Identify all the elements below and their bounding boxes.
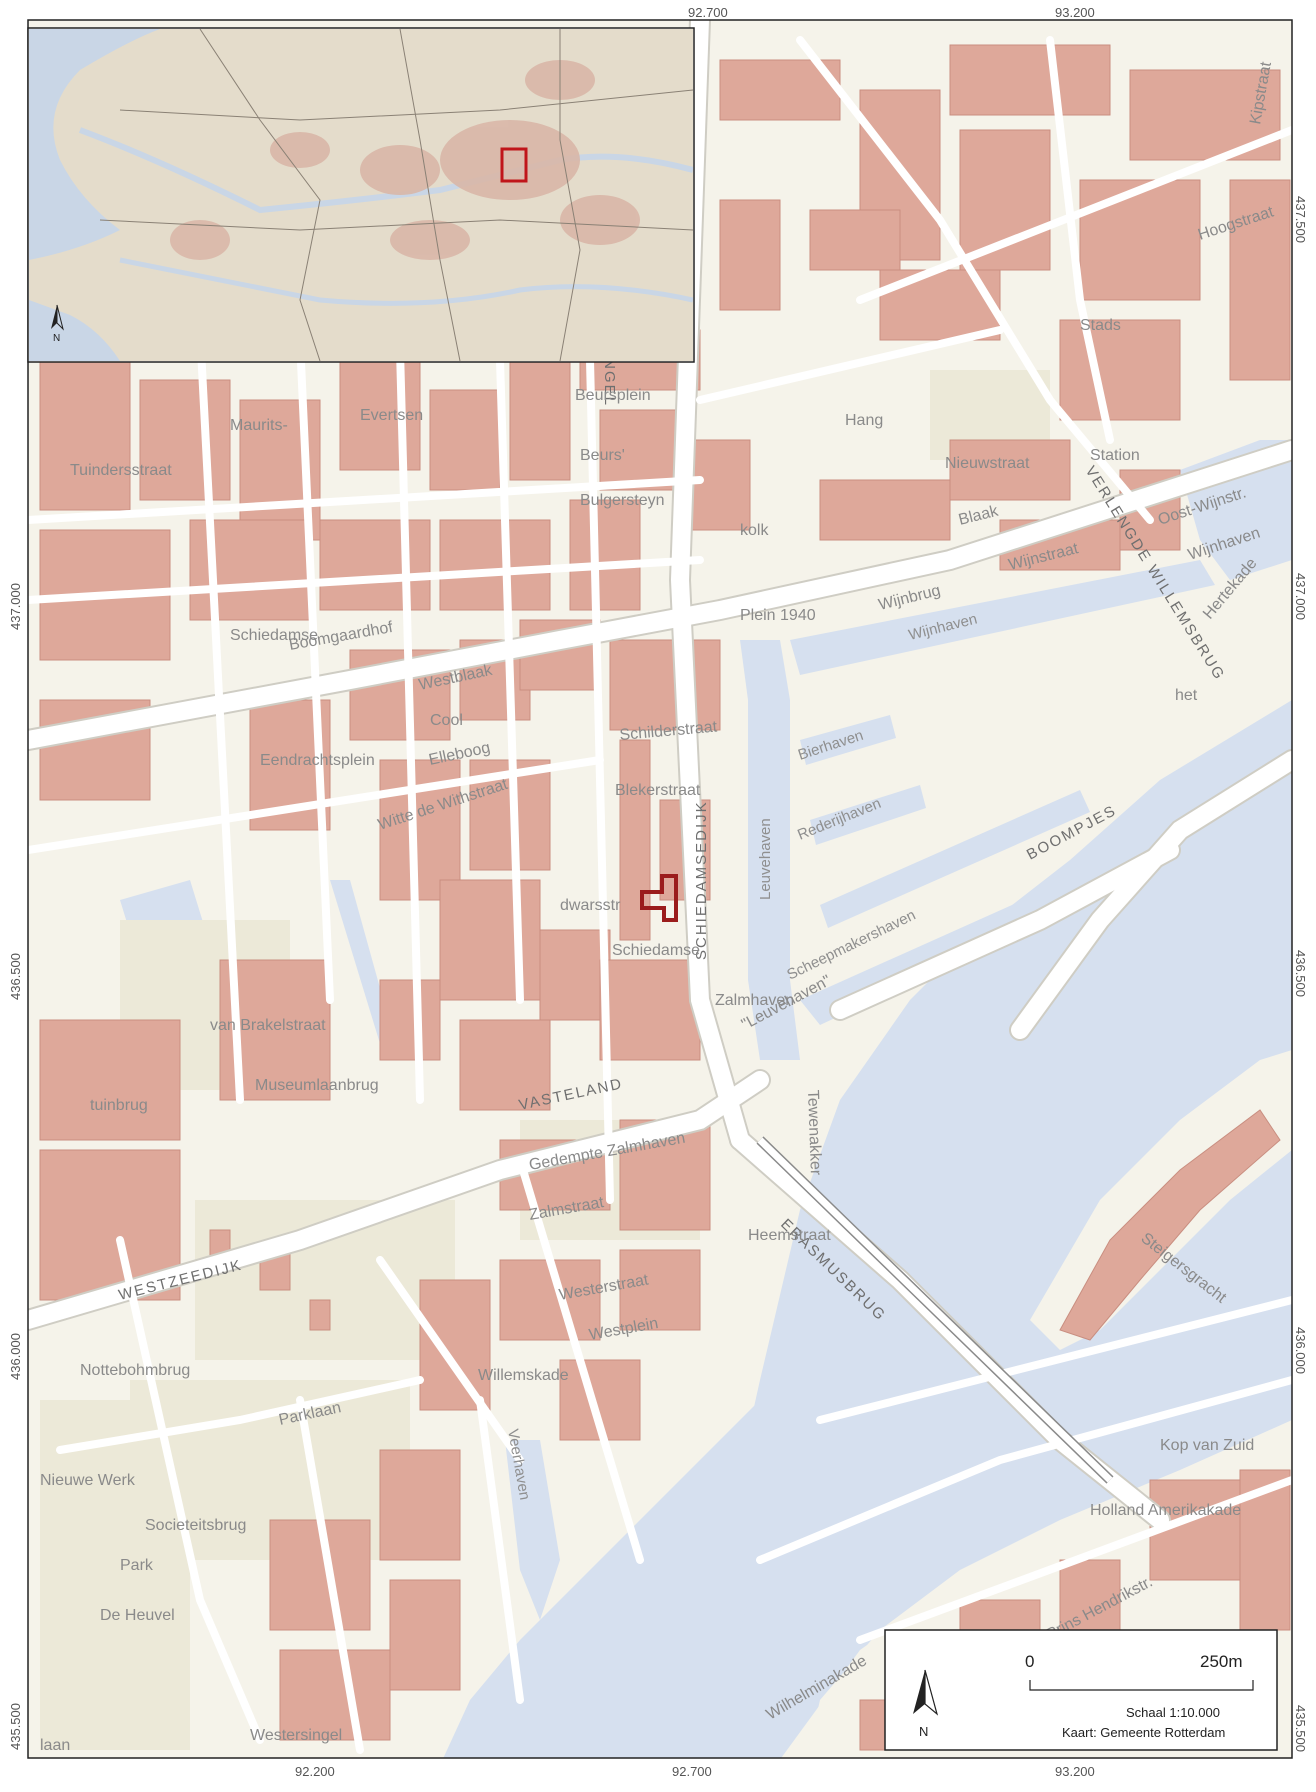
label-societeitsbrug: Park (120, 1557, 154, 1574)
coord-bottom-1: 92.200 (295, 1764, 335, 1779)
label-plantsoen: Schiedamse (230, 627, 318, 644)
label-museumlaanbrug: van Brakelstraat (210, 1017, 326, 1034)
label-nieuwe-werk: Societeitsbrug (145, 1517, 246, 1534)
coord-left-3: 436.000 (8, 1333, 23, 1380)
coord-right-3: 436.500 (1293, 950, 1308, 997)
coord-top-2: 93.200 (1055, 5, 1095, 20)
scale-bar (1029, 1680, 1254, 1691)
inset-boundaries (99, 29, 693, 361)
inset-urban-areas (170, 60, 640, 260)
inset-river-south (119, 257, 693, 306)
label-beursplein: Beursplein (575, 387, 651, 404)
label-plein-1940: Plein 1940 (740, 607, 816, 624)
label-westplein: Willemskade (478, 1367, 569, 1384)
label-station-wilhelmina: Kop van Zuid (1160, 1437, 1254, 1454)
label-hang: Hang (845, 412, 883, 429)
label-blekerstraat: Blekerstraat (615, 782, 701, 799)
label-nottebohmbrug: Nieuwe Werk (40, 1472, 136, 1489)
coord-left-4: 435.500 (8, 1703, 23, 1750)
label-maurits: Maurits- (230, 417, 288, 434)
label-kop-van-zuid: Holland Amerikakade (1090, 1502, 1241, 1519)
label-leuvesluis: Tewenakker (804, 1090, 824, 1177)
inset-river (78, 127, 693, 214)
inset-north-arrow-icon: N (51, 304, 64, 344)
highlighted-plot[interactable] (640, 874, 678, 922)
roads (28, 20, 1292, 1754)
label-park: De Heuvel (100, 1607, 175, 1624)
coord-top-1: 92.700 (688, 5, 728, 20)
label-pierre: Schiedamse (612, 942, 700, 959)
river-nieuwe-maas (702, 700, 1292, 1758)
label-zocherbrug: Nottebohmbrug (80, 1362, 190, 1379)
label-leuvehaven: Leuvehaven (757, 818, 774, 900)
erasmusbrug-deck (757, 1137, 1113, 1483)
legend-box: N 0 250m Schaal 1:10.000 Kaart: Gemeente… (884, 1629, 1278, 1751)
coord-right-4: 436.000 (1293, 1327, 1308, 1374)
veerhaven (505, 1440, 560, 1620)
label-tuinbrug: Museumlaanbrug (255, 1077, 379, 1094)
label-kolk: kolk (740, 522, 769, 539)
label-schiedamsedijk: SCHIEDAMSEDIJK (693, 800, 710, 960)
label-beurs: Beurs' (580, 447, 625, 464)
legend-north-label: N (919, 1724, 928, 1739)
label-dijkzigt: tuinbrug (90, 1097, 148, 1114)
coord-left-2: 436.500 (8, 953, 23, 1000)
label-het: dwarsstr (560, 897, 621, 914)
coord-left-1: 437.000 (8, 583, 23, 630)
label-route-1002: Westersingel (250, 1727, 342, 1744)
wijnhaven (790, 560, 1215, 675)
coord-right-5: 435.500 (1293, 1705, 1308, 1752)
scale-start-label: 0 (1025, 1652, 1034, 1671)
coord-bottom-2: 92.700 (672, 1764, 712, 1779)
leuvehaven (740, 640, 800, 1060)
scale-text: Schaal 1:10.000 (1126, 1705, 1220, 1720)
label-evertsen: Evertsen (360, 407, 423, 424)
bierhaven (800, 715, 896, 765)
label-route-1006: het (1175, 687, 1198, 704)
label-leuvehaven-quoted: Zalmhaven (715, 992, 794, 1009)
label-dwarsstr: Tuindersstraat (70, 462, 172, 479)
label-station: Station (1090, 447, 1140, 464)
rederijhaven (810, 785, 926, 845)
inset-land (29, 29, 693, 361)
north-arrow-icon: N (913, 1669, 939, 1739)
inset-map[interactable]: N (27, 27, 695, 363)
map-frame (27, 19, 1293, 1759)
coord-right-2: 437.000 (1293, 573, 1308, 620)
label-eendrachtsplein: Eendrachtsplein (260, 752, 375, 769)
label-route-1001: Heemstraat (748, 1227, 831, 1244)
inset-location-marker (500, 147, 528, 183)
source-text: Kaart: Gemeente Rotterdam (1062, 1725, 1225, 1740)
coordinate-labels: 92.700 93.200 92.200 92.700 93.200 437.0… (8, 5, 1308, 1779)
label-bulgersteyn: Bulgersteyn (580, 492, 665, 509)
river-lower-west (443, 1300, 800, 1758)
label-de-heuvel: laan (40, 1737, 70, 1754)
coord-right-1: 437.500 (1293, 196, 1308, 243)
scheepmakershaven (820, 790, 1090, 928)
coord-bottom-3: 93.200 (1055, 1764, 1095, 1779)
label-cool: Cool (430, 712, 463, 729)
scale-end-label: 250m (1200, 1652, 1243, 1671)
label-stads: Stads (1080, 317, 1121, 334)
inset-north-label: N (53, 333, 60, 344)
label-nieuwstraat: Nieuwstraat (945, 455, 1030, 472)
